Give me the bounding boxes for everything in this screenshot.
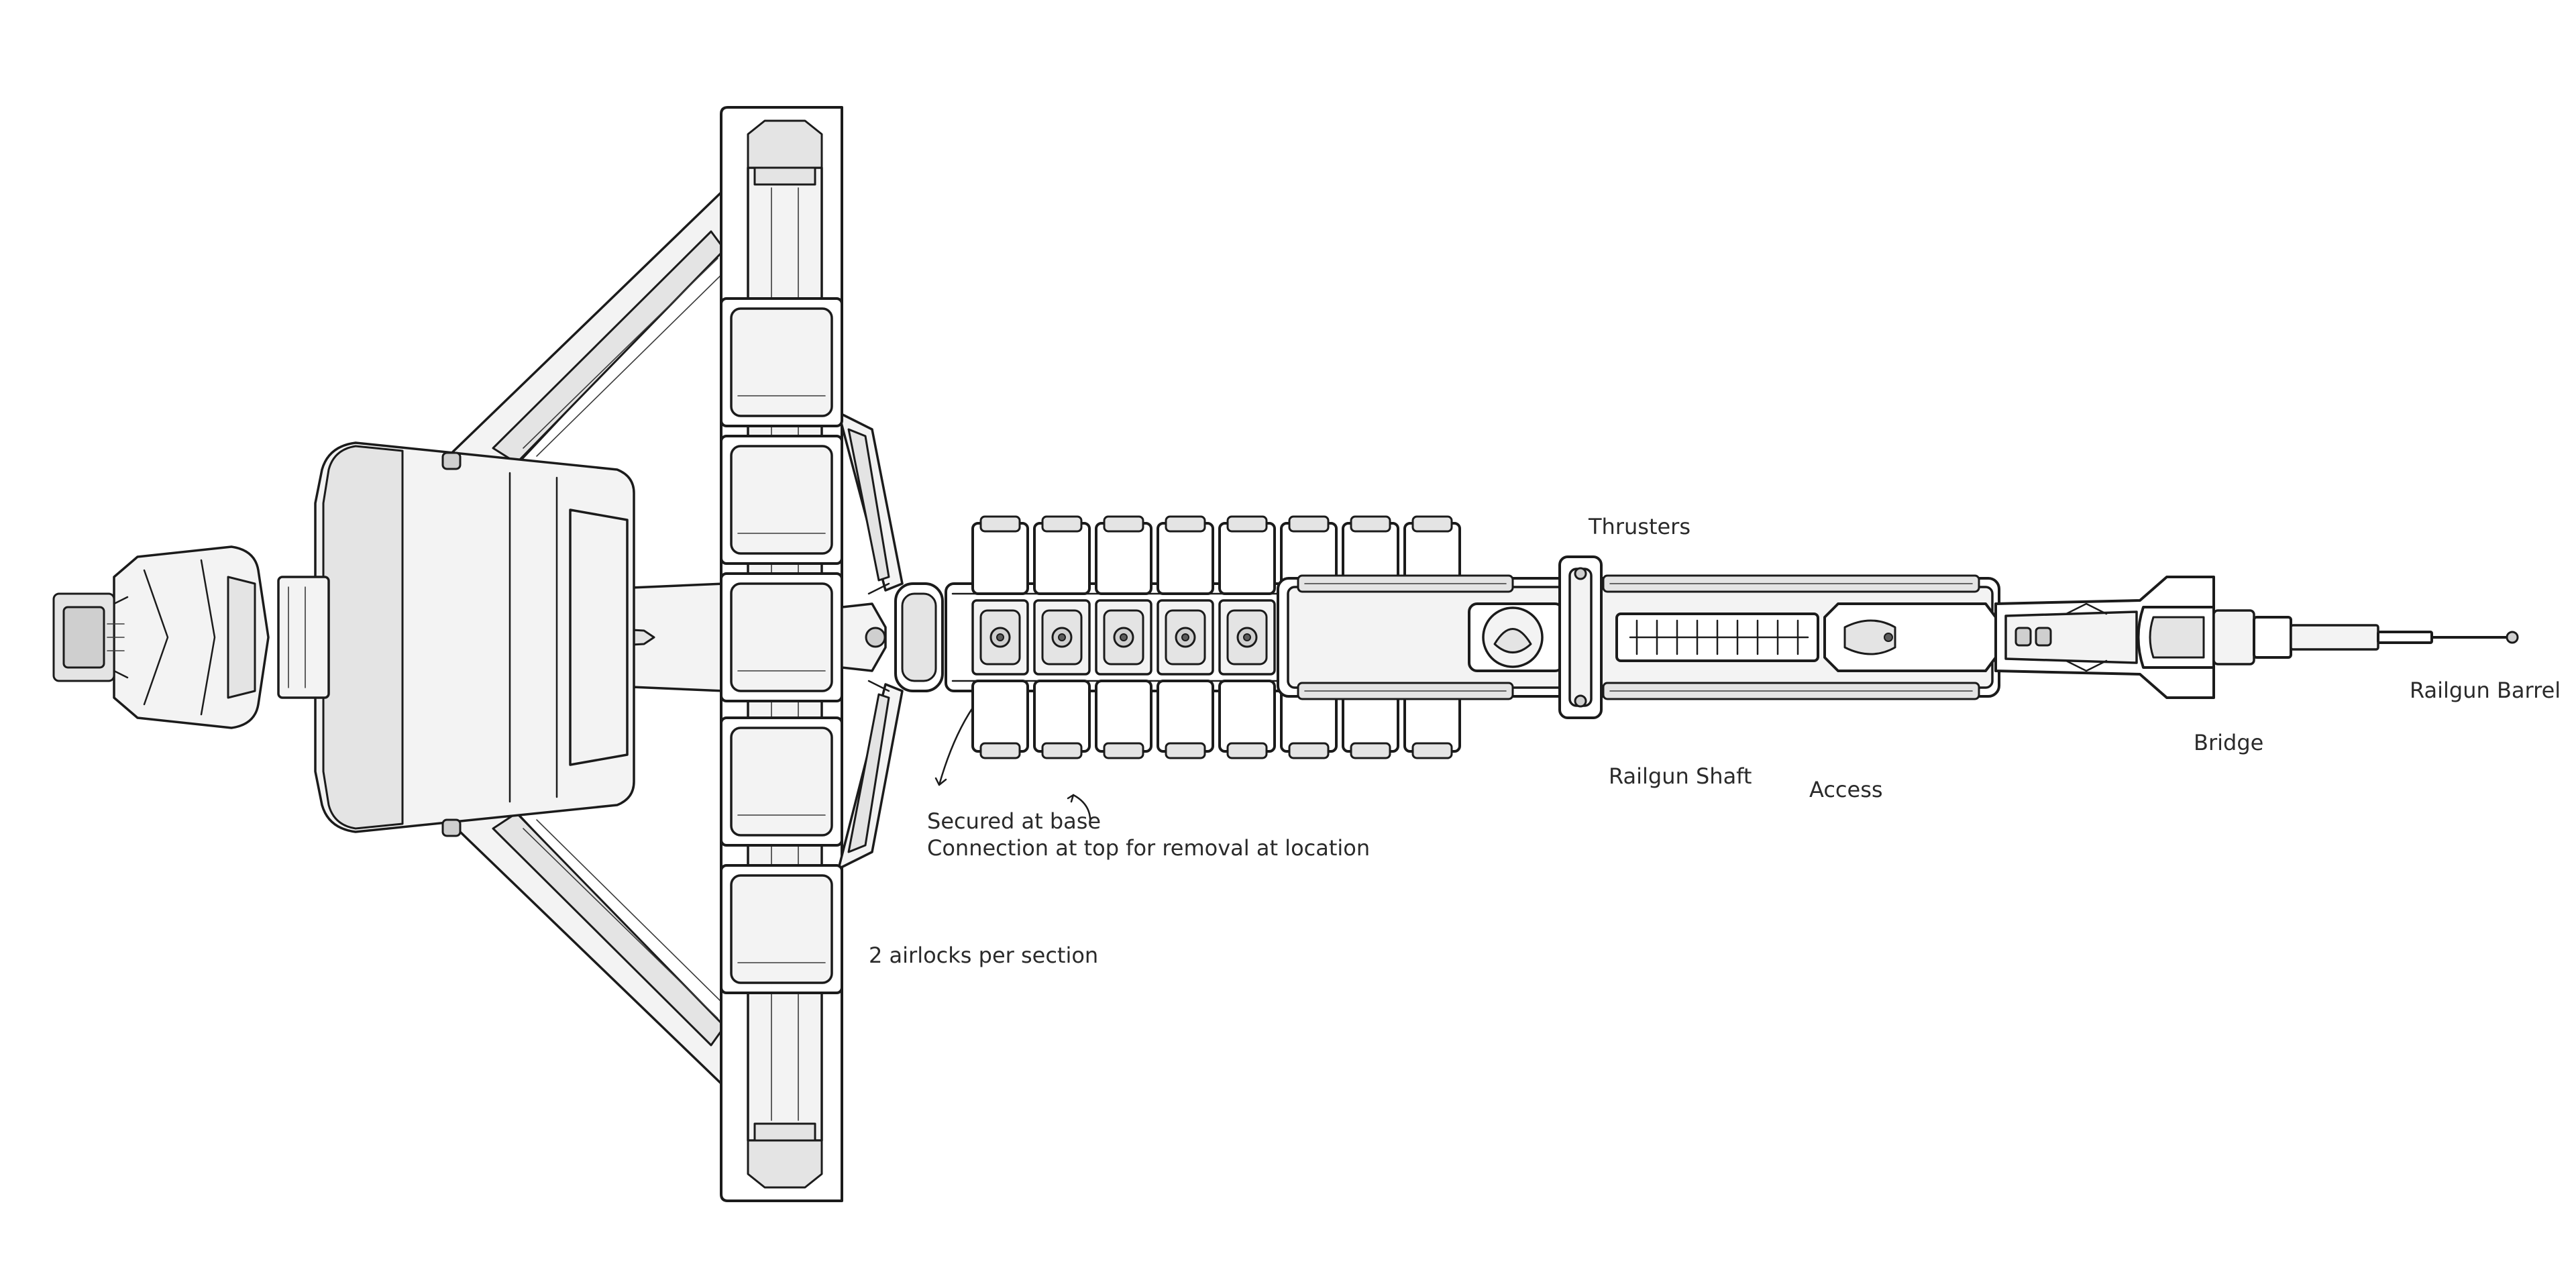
ring-pods bbox=[720, 297, 843, 994]
ring-pod-2 bbox=[720, 435, 843, 565]
railgun-shaft bbox=[1277, 555, 2000, 719]
ring-pod-1 bbox=[720, 297, 843, 427]
command-hub bbox=[52, 441, 635, 837]
label-railgun-shaft: Railgun Shaft bbox=[1609, 763, 1752, 789]
railgun-barrel bbox=[2253, 616, 2519, 659]
label-access: Access bbox=[1809, 777, 1883, 802]
bridge-section bbox=[1994, 576, 2255, 699]
label-thrusters: Thrusters bbox=[1588, 514, 1690, 539]
ring-braces bbox=[837, 411, 904, 870]
cargo-container bbox=[971, 515, 1029, 759]
cargo-container bbox=[1095, 515, 1152, 759]
label-railgun-barrel: Railgun Barrel bbox=[2410, 678, 2561, 703]
label-secured-at-base: Secured at base bbox=[927, 808, 1101, 834]
callout-arrows bbox=[934, 706, 1091, 826]
ring-pod-5 bbox=[720, 864, 843, 994]
cargo-container bbox=[1218, 515, 1276, 759]
docking-collar bbox=[841, 582, 944, 692]
ring-pod-4 bbox=[720, 716, 843, 847]
label-bridge: Bridge bbox=[2194, 730, 2263, 755]
cargo-container bbox=[1157, 515, 1214, 759]
ring-pod-3 bbox=[720, 572, 843, 702]
label-airlocks: 2 airlocks per section bbox=[869, 943, 1098, 968]
label-connection-at-top: Connection at top for removal at locatio… bbox=[927, 835, 1370, 861]
cargo-container bbox=[1033, 515, 1091, 759]
